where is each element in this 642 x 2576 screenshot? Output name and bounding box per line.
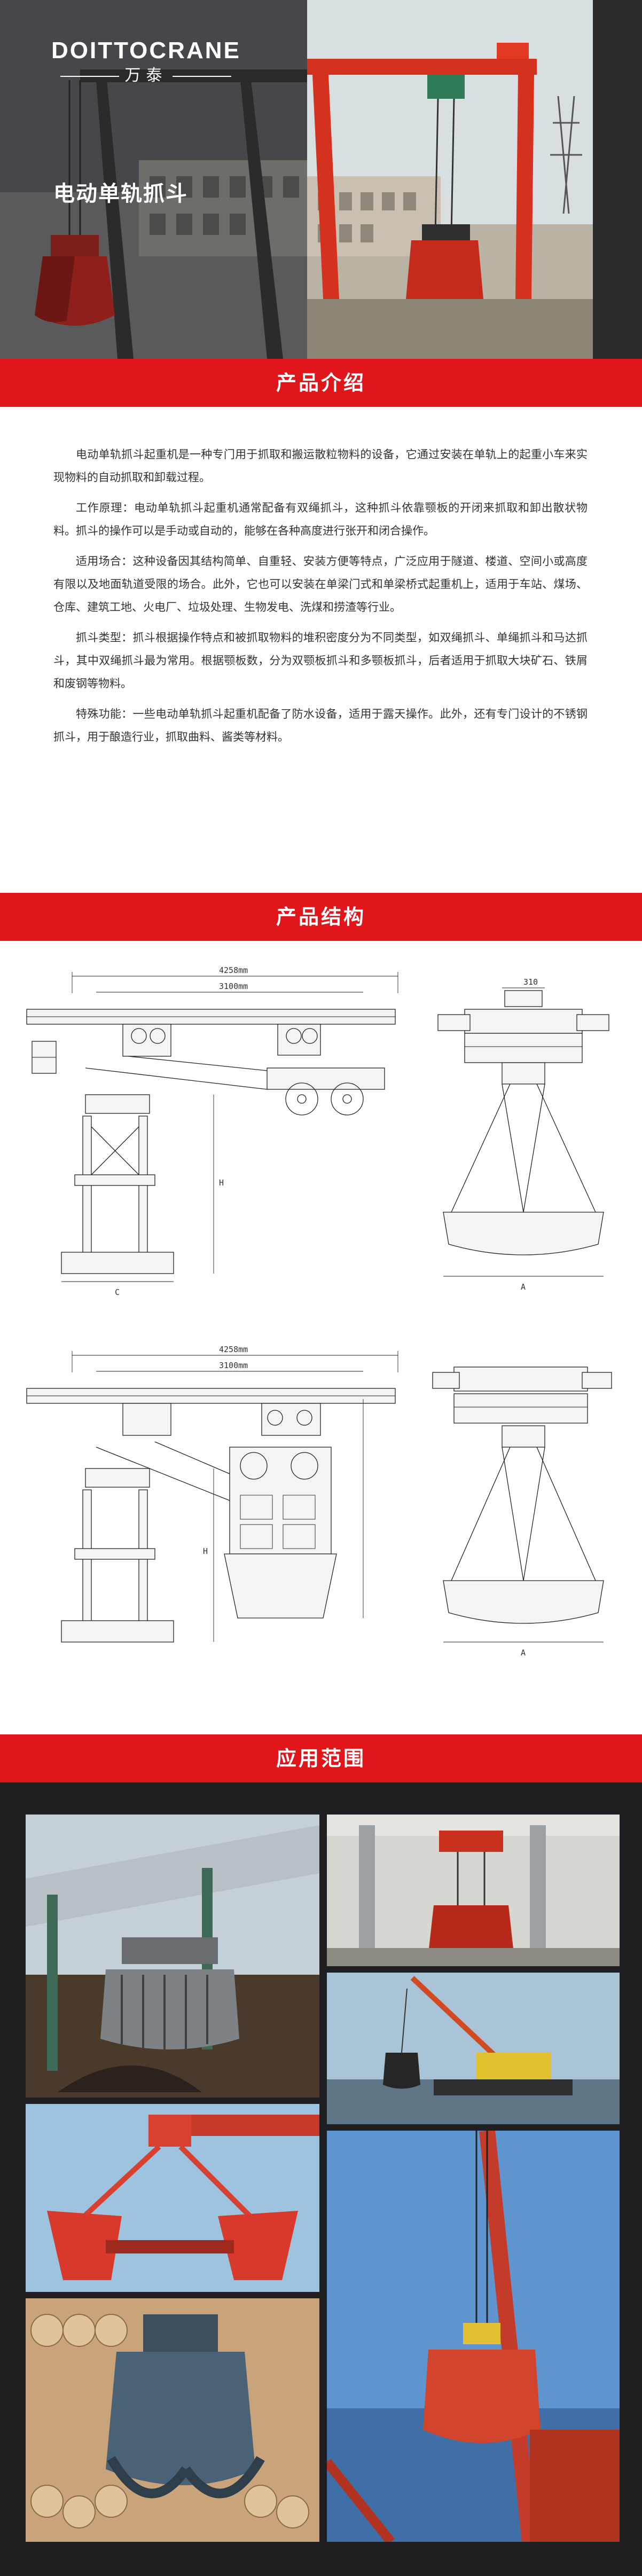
dim-inner-width-2: 3100mm	[219, 1361, 248, 1370]
section-header-application: 应用范围	[0, 1734, 642, 1782]
application-photo-log-grab	[26, 2298, 319, 2542]
application-photo-grab-workshop	[327, 1815, 620, 1966]
section-header-structure: 产品结构	[0, 893, 642, 941]
drawing-side-view-top: 4258mm 3100mm C H	[26, 965, 398, 1297]
brand-logo[interactable]: DOITTOCRANE 万泰	[51, 37, 241, 85]
label-a-top: A	[521, 1282, 526, 1292]
section-title-application: 应用范围	[276, 1747, 366, 1770]
structure-drawings: 4258mm 3100mm C H 310	[0, 945, 642, 1693]
application-gallery	[0, 1782, 642, 2576]
drawing-side-view-bottom: 4258mm 3100mm H	[26, 1345, 398, 1643]
application-photo-port-crane	[327, 2131, 620, 2542]
label-h-bottom: H	[203, 1546, 208, 1556]
dim-top: 310	[523, 977, 538, 987]
drawing-front-view-top: 310 A	[437, 977, 609, 1292]
hero-photo-left	[0, 0, 307, 359]
hero-photo-right	[307, 0, 593, 359]
dim-inner-width: 3100mm	[219, 981, 248, 991]
hero-crane-illustration-right	[307, 0, 593, 359]
label-c: C	[115, 1287, 120, 1297]
logo-text-en: DOITTOCRANE	[51, 37, 241, 64]
intro-text-block: 电动单轨抓斗起重机是一种专门用于抓取和搬运散粒物料的设备，它通过安装在单轨上的起…	[53, 443, 588, 756]
intro-paragraph: 特殊功能：一些电动单轨抓斗起重机配备了防水设备，适用于露天操作。此外，还有专门设…	[53, 708, 588, 743]
drawing-front-view-bottom: A	[432, 1366, 612, 1658]
intro-paragraph: 电动单轨抓斗起重机是一种专门用于抓取和搬运散粒物料的设备，它通过安装在单轨上的起…	[53, 448, 588, 484]
section-title-structure: 产品结构	[276, 905, 366, 929]
application-photo-grab-outdoor	[26, 1815, 319, 2098]
hero-side-strip	[593, 0, 642, 359]
hero-banner: DOITTOCRANE 万泰 电动单轨抓斗	[0, 0, 642, 359]
label-a-bottom: A	[521, 1648, 526, 1658]
dim-total-width-2: 4258mm	[219, 1345, 248, 1354]
logo-text-cn: 万泰	[51, 62, 241, 85]
hero-title: 电动单轨抓斗	[53, 182, 188, 206]
section-title-intro: 产品介绍	[276, 371, 366, 395]
hero-crane-illustration-left	[0, 0, 307, 359]
application-photo-grab-frame	[26, 2104, 319, 2292]
dim-total-width: 4258mm	[219, 965, 248, 975]
label-h-top: H	[219, 1178, 224, 1188]
application-photo-floating-crane	[327, 1973, 620, 2124]
section-header-intro: 产品介绍	[0, 359, 642, 407]
intro-paragraph: 抓斗类型：抓斗根据操作特点和被抓取物料的堆积密度分为不同类型，如双绳抓斗、单绳抓…	[53, 631, 588, 690]
intro-paragraph: 适用场合：这种设备因其结构简单、自重轻、安装方便等特点，广泛应用于隧道、楼道、空…	[53, 555, 588, 614]
intro-paragraph: 工作原理：电动单轨抓斗起重机通常配备有双绳抓斗，这种抓斗依靠颚板的开闭来抓取和卸…	[53, 501, 588, 537]
